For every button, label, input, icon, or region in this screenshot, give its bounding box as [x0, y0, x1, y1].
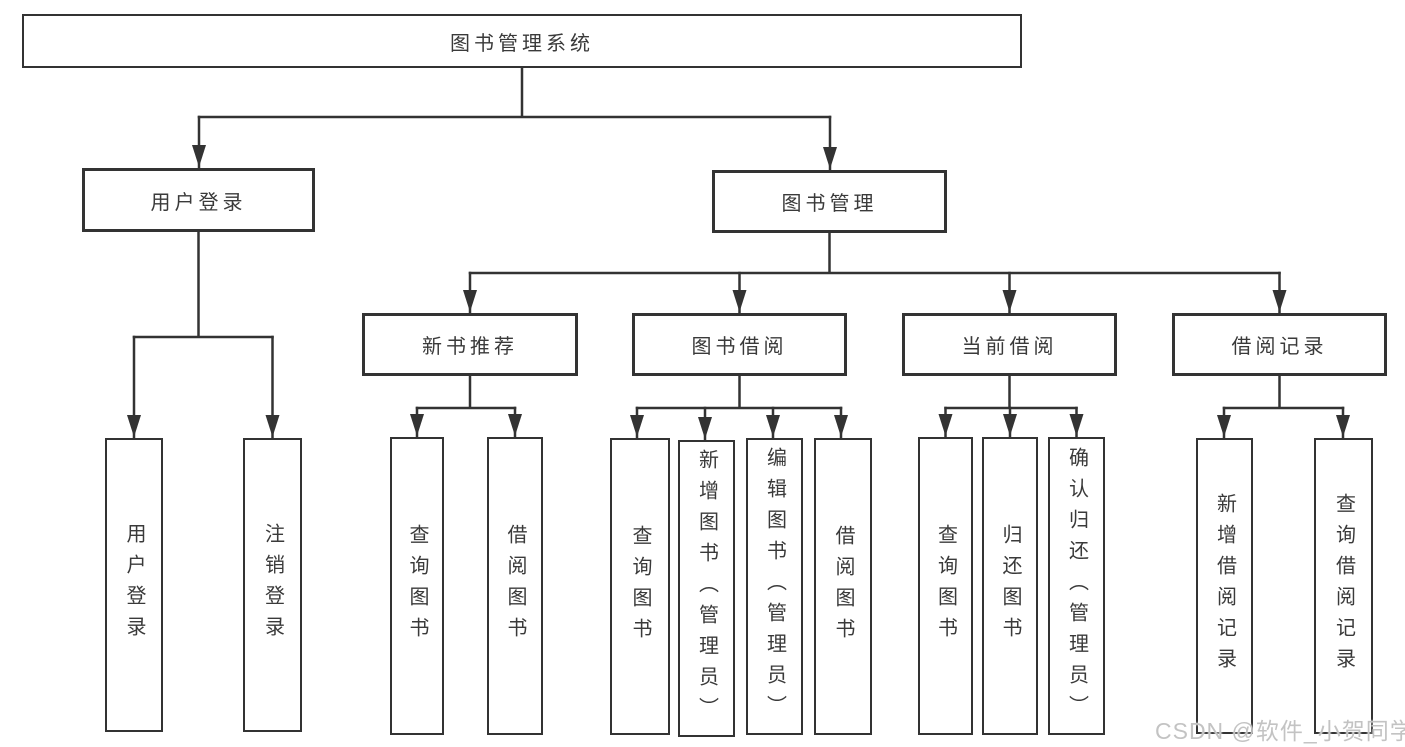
- node-leaf-borrow-books-1: 借阅图书: [487, 437, 543, 735]
- node-leaf-add-borrow-record: 新增借阅记录: [1196, 438, 1253, 734]
- node-leaf-query-borrow-record-label: 查询借阅记录: [1332, 493, 1355, 679]
- node-leaf-query-books-2-label: 查询图书: [629, 524, 651, 649]
- node-leaf-query-books-2: 查询图书: [610, 438, 670, 735]
- node-leaf-confirm-return-admin-label: 确认归还（管理员）: [1065, 446, 1088, 726]
- node-leaf-user-login-label: 用户登录: [123, 523, 145, 647]
- node-leaf-logout: 注销登录: [243, 438, 302, 732]
- node-user-login-label: 用户登录: [150, 191, 247, 214]
- node-leaf-query-books-3: 查询图书: [918, 437, 973, 735]
- node-new-book-recommend: 新书推荐: [362, 313, 578, 376]
- node-current-borrowing: 当前借阅: [902, 313, 1117, 376]
- node-leaf-query-borrow-record: 查询借阅记录: [1314, 438, 1373, 734]
- node-leaf-return-book: 归还图书: [982, 437, 1038, 735]
- node-leaf-borrow-books-2-label: 借阅图书: [832, 524, 854, 649]
- node-user-login: 用户登录: [82, 168, 315, 232]
- node-leaf-query-books-1: 查询图书: [390, 437, 444, 735]
- node-leaf-return-book-label: 归还图书: [999, 524, 1021, 648]
- node-leaf-query-books-3-label: 查询图书: [934, 524, 957, 648]
- node-borrowing-records-label: 借阅记录: [1231, 336, 1328, 358]
- node-leaf-add-borrow-record-label: 新增借阅记录: [1213, 493, 1236, 679]
- node-root-system-label: 图书管理系统: [450, 32, 594, 55]
- node-current-borrowing-label: 当前借阅: [961, 336, 1058, 358]
- node-book-management-label: 图书管理: [781, 193, 878, 215]
- node-book-management: 图书管理: [712, 170, 947, 233]
- node-leaf-edit-book-admin-label: 编辑图书（管理员）: [763, 447, 786, 726]
- node-leaf-add-book-admin-label: 新增图书（管理员）: [695, 449, 718, 728]
- node-root-system: 图书管理系统: [22, 14, 1022, 68]
- node-leaf-borrow-books-1-label: 借阅图书: [504, 524, 526, 648]
- node-book-borrowing: 图书借阅: [632, 313, 847, 376]
- node-book-borrowing-label: 图书借阅: [691, 336, 788, 358]
- node-leaf-query-books-1-label: 查询图书: [406, 524, 428, 648]
- node-leaf-borrow-books-2: 借阅图书: [814, 438, 872, 735]
- node-leaf-confirm-return-admin: 确认归还（管理员）: [1048, 437, 1105, 735]
- node-new-book-recommend-label: 新书推荐: [422, 336, 518, 358]
- node-borrowing-records: 借阅记录: [1172, 313, 1387, 376]
- node-leaf-add-book-admin: 新增图书（管理员）: [678, 440, 735, 737]
- node-leaf-edit-book-admin: 编辑图书（管理员）: [746, 438, 803, 735]
- node-leaf-logout-label: 注销登录: [261, 523, 284, 647]
- node-leaf-user-login: 用户登录: [105, 438, 163, 732]
- watermark: CSDN @软件_小贺同学: [1155, 718, 1405, 744]
